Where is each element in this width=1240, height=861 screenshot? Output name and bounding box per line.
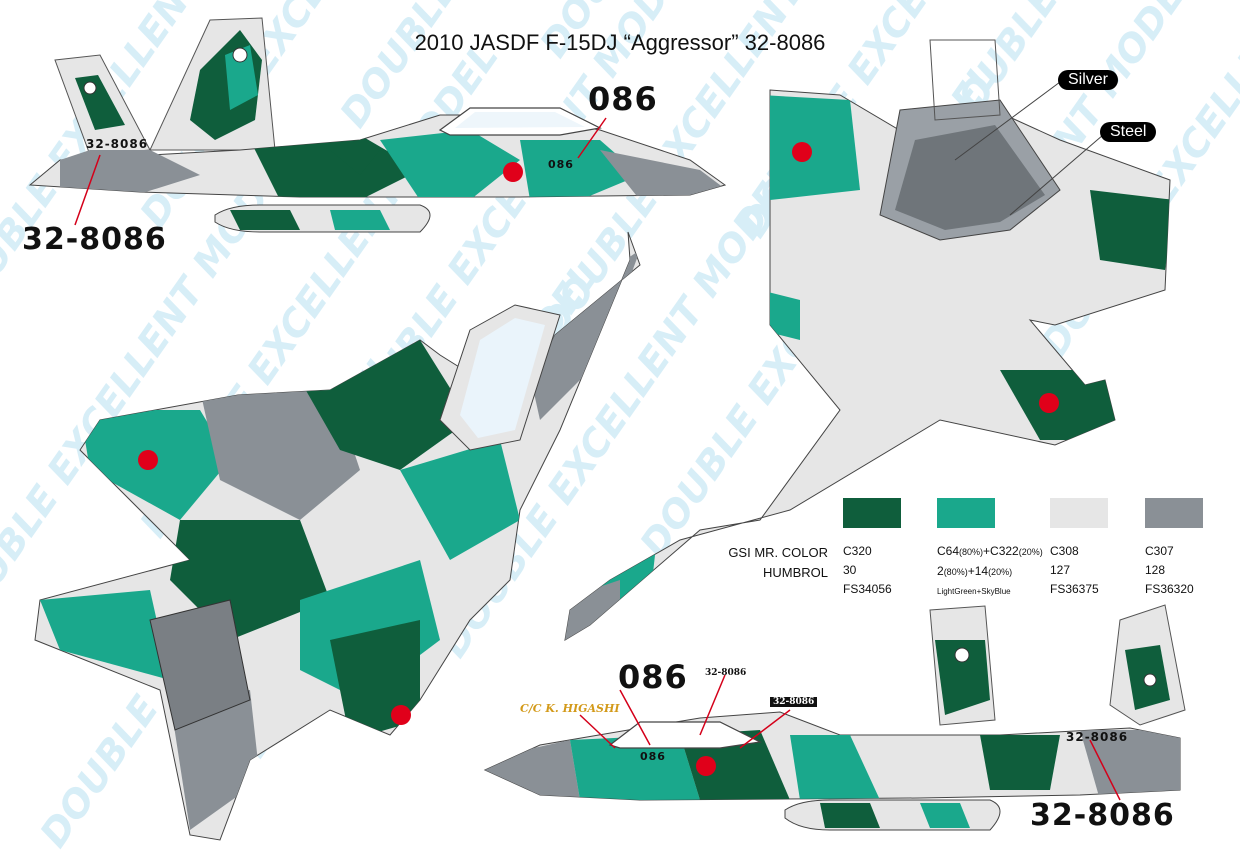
fin-serial-marking-top: 32-8086 (86, 137, 149, 151)
hinomaru-lower-right-wing (1039, 393, 1059, 413)
steel-callout: Steel (1100, 122, 1157, 142)
swatch-light-gray (1050, 498, 1108, 528)
fuselage-number-marking-top: 086 (548, 158, 574, 171)
hinomaru-bottom-side (696, 756, 716, 776)
legend-label-gsi: GSI MR. COLOR (728, 545, 828, 560)
hinomaru-lower-left-wing (792, 142, 812, 162)
tail-serial-callout-bottom: 32-8086 (1030, 798, 1175, 833)
legend-codes-medium-gray: C307 128 FS36320 (1145, 544, 1194, 596)
swatch-medium-gray (1145, 498, 1203, 528)
hinomaru-top-side (503, 162, 523, 182)
legend-label-humbrol: HUMBROL (762, 565, 828, 580)
hinomaru-upper-right-wing (391, 705, 411, 725)
small-serial-tag-2: 32-8086 (770, 697, 818, 707)
silver-callout: Silver (1058, 70, 1119, 90)
legend-codes-dark-green: C320 30 FS34056 (843, 544, 892, 596)
small-serial-tag-1: 32-8086 (705, 668, 747, 678)
callout-leaders (954, 81, 1104, 216)
fuselage-number-marking-bottom: 086 (640, 750, 666, 763)
lower-surface-plan (564, 39, 1171, 641)
tail-serial-callout-top: 32-8086 (22, 222, 167, 257)
crew-chief-name: C/C K. HIGASHI (520, 702, 620, 715)
nose-number-callout-top: 086 (588, 80, 658, 118)
fin-serial-marking-bottom: 32-8086 (1066, 730, 1129, 744)
swatch-dark-green (843, 498, 901, 528)
bottom-right-side-profile (483, 604, 1186, 831)
page-title: 2010 JASDF F-15DJ “Aggressor” 32-8086 (414, 30, 826, 55)
hinomaru-upper-left-wing (138, 450, 158, 470)
swatch-teal (937, 498, 995, 528)
leader-lines (74, 117, 1121, 801)
upper-surface-plan (34, 231, 641, 841)
top-left-side-profile (28, 17, 727, 233)
nose-number-callout-bottom: 086 (618, 658, 688, 696)
legend-codes-teal: C64(80%)+C322(20%) 2(80%)+14(20%) LightG… (937, 544, 1043, 596)
legend-codes-light-gray: C308 127 FS36375 (1050, 544, 1099, 596)
